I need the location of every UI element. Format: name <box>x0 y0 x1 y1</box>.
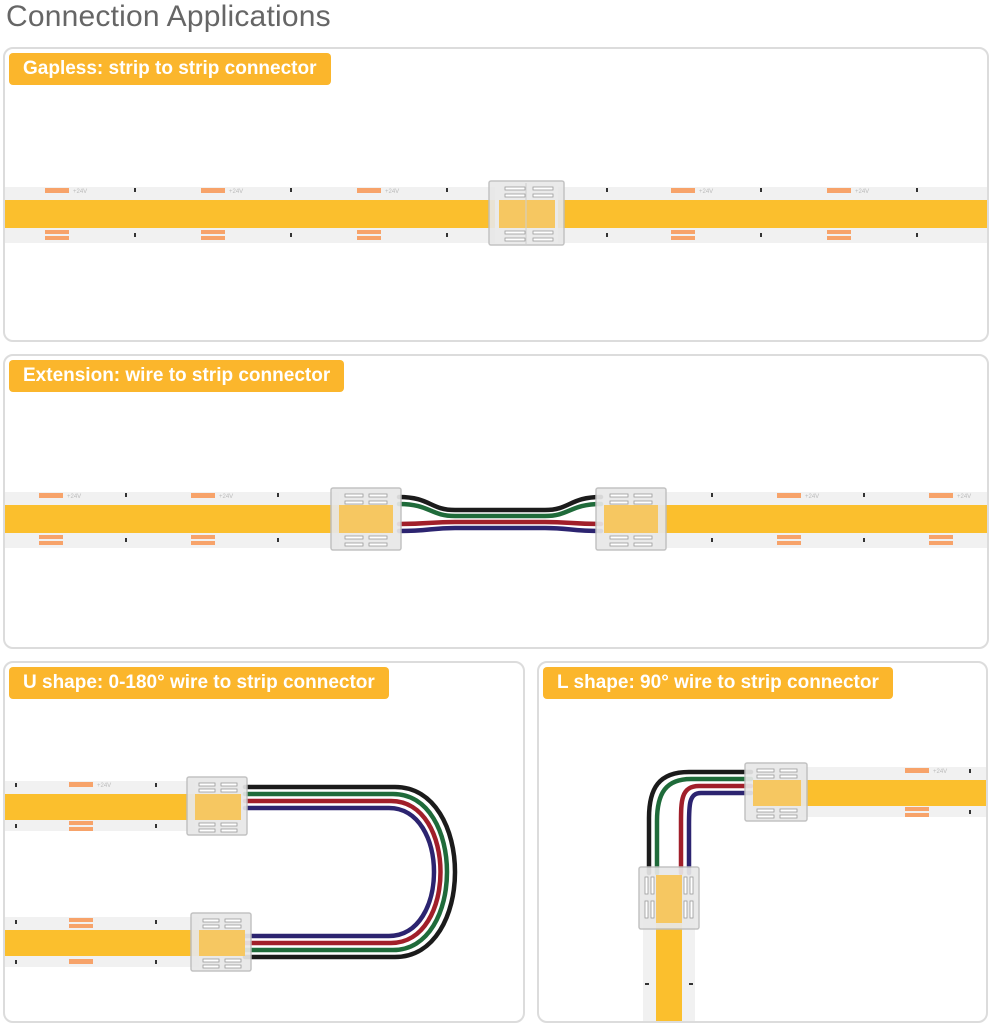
extension-wires <box>396 494 604 534</box>
panel-l-shape: +24V <box>537 661 988 1023</box>
led-strip-top: +24V <box>5 781 195 831</box>
l-shape-illustration: +24V <box>638 762 986 1021</box>
strip-pads <box>39 493 953 545</box>
panel-gapless: +24V +24V +24V +24V +24V Gapless: strip … <box>3 47 989 342</box>
svg-text:+24V: +24V <box>97 783 111 789</box>
svg-text:+24V: +24V <box>805 494 819 500</box>
led-strip-left <box>5 187 495 243</box>
u-wires <box>242 784 458 960</box>
l-wires <box>646 769 754 876</box>
strip-markings: +24V +24V +24V +24V <box>67 494 971 500</box>
strip-dots <box>134 188 918 237</box>
led-strip-bottom <box>5 917 199 967</box>
panel-label-gapless: Gapless: strip to strip connector <box>9 53 331 85</box>
svg-text:+24V: +24V <box>229 189 243 195</box>
panel-label-extension: Extension: wire to strip connector <box>9 360 345 392</box>
svg-text:+24V: +24V <box>73 189 87 195</box>
led-strip-right <box>558 187 987 243</box>
connector-vertical <box>638 866 700 930</box>
panel-u-shape: +24V <box>3 661 525 1023</box>
led-strip-right <box>655 492 987 548</box>
u-shape-illustration: +24V <box>5 776 458 972</box>
svg-text:+24V: +24V <box>67 494 81 500</box>
svg-text:+24V: +24V <box>219 494 233 500</box>
connector-left <box>330 487 402 551</box>
strip-dots <box>125 493 865 542</box>
connector-top <box>186 776 248 836</box>
led-strip-horizontal: +24V <box>801 767 986 817</box>
svg-text:+24V: +24V <box>699 189 713 195</box>
gapless-illustration: +24V +24V +24V +24V +24V <box>5 180 987 246</box>
panel-extension: +24V +24V +24V +24V <box>3 354 989 649</box>
svg-text:+24V: +24V <box>957 494 971 500</box>
strip-markings: +24V +24V +24V +24V +24V <box>73 189 869 195</box>
extension-illustration: +24V +24V +24V +24V <box>5 487 987 551</box>
panel-label-l-shape: L shape: 90° wire to strip connector <box>543 667 893 699</box>
svg-text:+24V: +24V <box>933 769 947 775</box>
connector-right <box>595 487 667 551</box>
strip-pads <box>45 188 851 240</box>
svg-text:+24V: +24V <box>385 189 399 195</box>
page-title: Connection Applications <box>6 0 331 33</box>
svg-text:+24V: +24V <box>855 189 869 195</box>
connector-gapless <box>488 180 565 246</box>
connector-bottom <box>190 912 252 972</box>
panel-label-u-shape: U shape: 0-180° wire to strip connector <box>9 667 389 699</box>
connector-horizontal <box>744 762 808 822</box>
led-strip-left <box>5 492 339 548</box>
